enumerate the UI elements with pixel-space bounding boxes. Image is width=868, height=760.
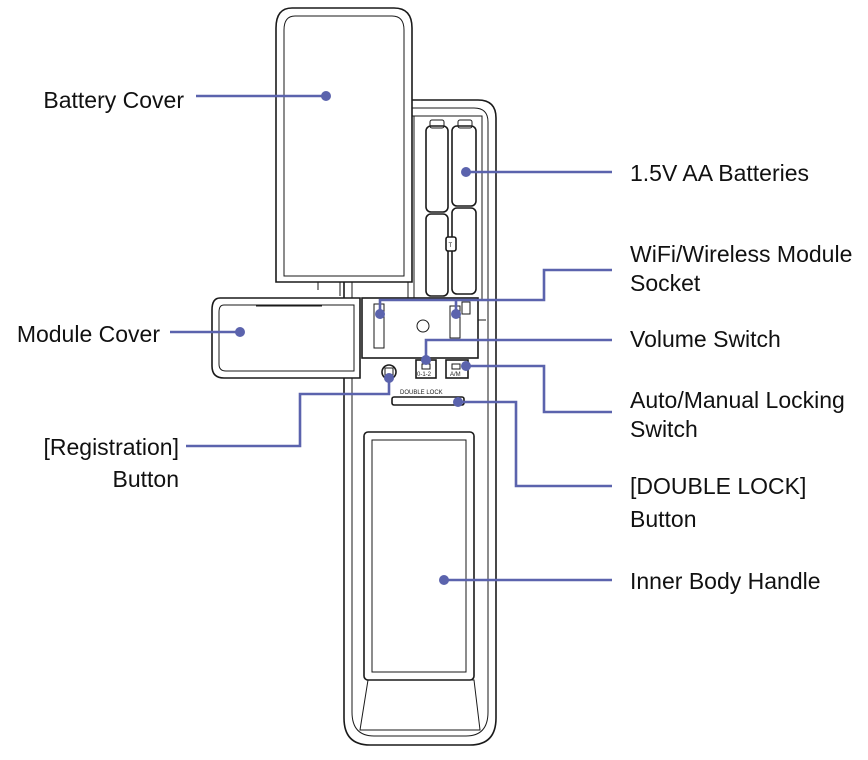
leader-module-cover <box>170 327 245 337</box>
label-wifi-line2: Socket <box>630 270 701 296</box>
leader-wifi-socket <box>375 268 612 319</box>
leader-dot <box>235 327 245 337</box>
leader-lines <box>170 91 612 585</box>
label-battery-cover: Battery Cover <box>43 87 184 113</box>
leader-dot <box>421 355 431 365</box>
battery-upper-left <box>425 125 449 213</box>
inner-body-handle <box>363 431 475 681</box>
leader-dot <box>461 361 471 371</box>
label-batteries: 1.5V AA Batteries <box>630 160 809 186</box>
leader-inner-handle <box>439 575 612 585</box>
module-area <box>361 297 486 359</box>
label-module-cover: Module Cover <box>17 321 161 347</box>
leader-line <box>424 338 612 360</box>
label-volume-switch: Volume Switch <box>630 326 781 352</box>
label-double-lock-line2: Button <box>630 506 697 532</box>
battery-symbol: T <box>449 243 453 249</box>
leader-dot <box>461 167 471 177</box>
leader-dot <box>453 397 463 407</box>
leader-line <box>458 400 612 488</box>
leader-dot <box>439 575 449 585</box>
switch-row: 0-1-2 A/M <box>381 359 469 380</box>
label-registration-line1: [Registration] <box>43 434 179 460</box>
leader-line <box>186 378 391 448</box>
leader-dot <box>321 91 331 101</box>
leader-volume-switch <box>421 338 612 365</box>
volume-marking: 0-1-2 <box>417 372 432 378</box>
leader-line <box>378 268 612 314</box>
label-inner-handle: Inner Body Handle <box>630 568 821 594</box>
leader-battery-cover <box>196 91 331 101</box>
leader-auto-manual <box>461 361 612 414</box>
label-wifi-line1: WiFi/Wireless Module <box>630 241 852 267</box>
leader-line <box>466 364 612 414</box>
logo-icon <box>416 319 430 333</box>
label-registration-line2: Button <box>113 466 180 492</box>
label-auto-manual-line2: Switch <box>630 416 698 442</box>
battery-bay: T <box>407 115 483 301</box>
leader-dot <box>451 309 461 319</box>
label-auto-manual-line1: Auto/Manual Locking <box>630 387 845 413</box>
leader-double-lock <box>453 397 612 488</box>
leader-dot <box>384 373 394 383</box>
leader-batteries <box>461 167 612 177</box>
battery-lower-left <box>425 213 449 297</box>
battery-cover <box>275 7 413 296</box>
double-lock-marking: DOUBLE LOCK <box>400 390 443 396</box>
auto-manual-marking: A/M <box>450 372 461 378</box>
leader-dot <box>375 309 385 319</box>
leader-registration <box>186 373 394 448</box>
battery-upper-right <box>451 125 477 207</box>
label-double-lock-line1: [DOUBLE LOCK] <box>630 473 806 499</box>
module-cover <box>211 297 361 379</box>
labels: Battery Cover 1.5V AA Batteries WiFi/Wir… <box>17 87 853 594</box>
